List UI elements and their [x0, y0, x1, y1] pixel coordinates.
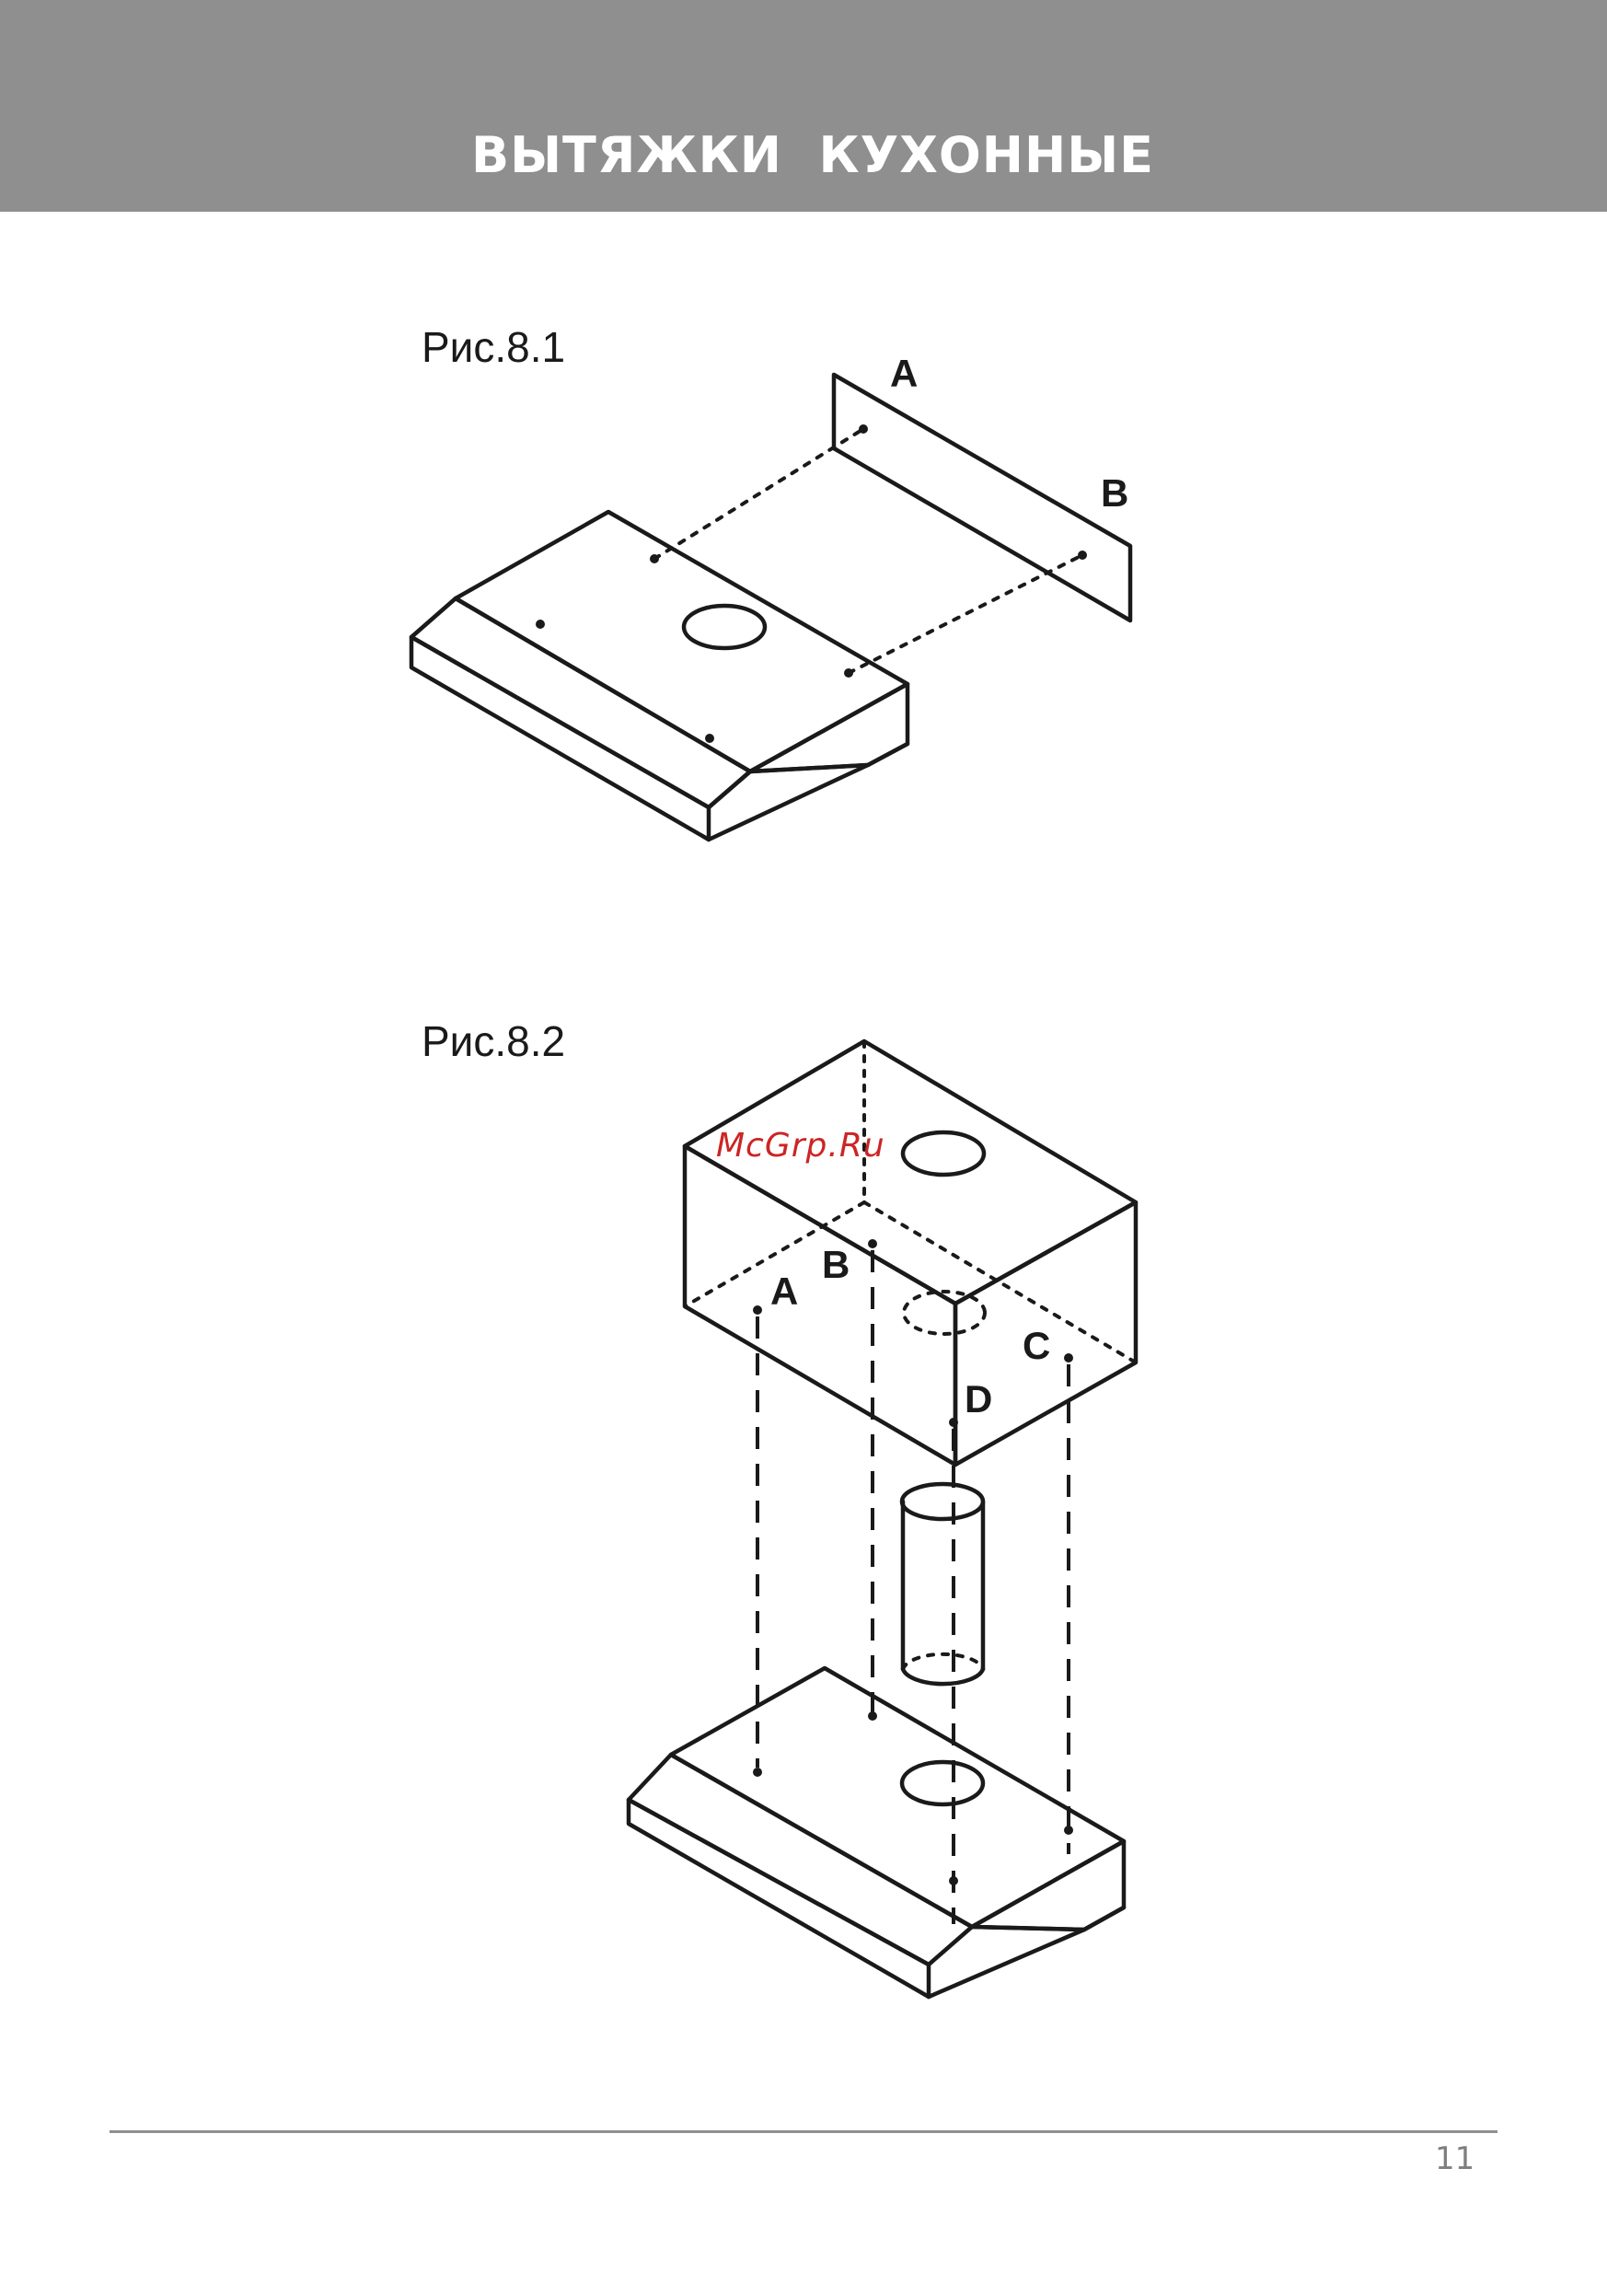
- figure-8-1-drawing: A B: [411, 352, 1130, 840]
- page-number: 11: [1435, 2143, 1474, 2174]
- fig2-label-b: B: [822, 1243, 850, 1286]
- fig1-label-b: B: [1101, 471, 1128, 515]
- exhaust-pipe: [902, 1484, 983, 1684]
- fig2-label-c: C: [1023, 1324, 1050, 1367]
- watermark-text: McGrp.Ru: [716, 1130, 885, 1163]
- mounting-plate: [834, 375, 1130, 620]
- range-hood-1: [411, 512, 908, 840]
- fig1-label-a: A: [890, 352, 918, 395]
- fig2-label-d: D: [965, 1377, 992, 1421]
- range-hood-2: [629, 1668, 1124, 1997]
- footer-divider: [110, 2130, 1497, 2133]
- fig1-guide-line-b: [849, 555, 1082, 673]
- fig2-label-a: A: [770, 1270, 798, 1313]
- fig1-guide-line-a: [654, 429, 863, 559]
- figure-8-2-drawing: A B C D: [629, 1041, 1136, 1997]
